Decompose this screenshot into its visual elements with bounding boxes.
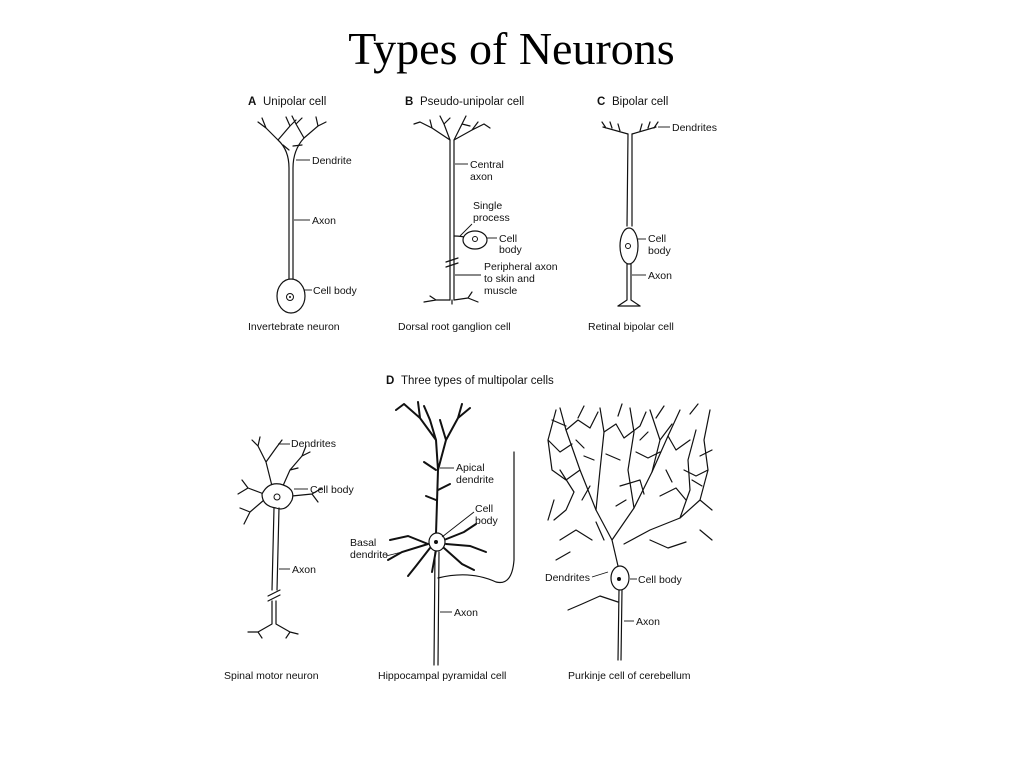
panel-b-letter: B — [405, 96, 413, 108]
panel-b-single-process-label-2: process — [473, 212, 510, 224]
purkinje-dendritic-tree — [547, 403, 713, 567]
panel-a-letter: A — [248, 96, 256, 108]
pseudo-unipolar-neuron-drawing — [413, 115, 491, 305]
panel-c-axon-label: Axon — [648, 270, 672, 282]
purkinje-axon-label: Axon — [636, 616, 660, 628]
purkinje-caption: Purkinje cell of cerebellum — [568, 670, 691, 682]
motor-caption: Spinal motor neuron — [224, 670, 319, 682]
pyramidal-apical-dendrite-label-2: dendrite — [456, 474, 494, 486]
panel-b-peripheral-axon-label-2: to skin and — [484, 273, 535, 285]
panel-a-title: Unipolar cell — [263, 96, 326, 108]
pyramidal-cell-body-label-1: Cell — [475, 503, 493, 515]
panel-c-cell-body-label-1: Cell — [648, 233, 666, 245]
panel-d-title: Three types of multipolar cells — [401, 375, 554, 387]
pyramidal-axon-label: Axon — [454, 607, 478, 619]
panel-a-unipolar: A Unipolar cell Dendrite Axon Cell body … — [248, 96, 358, 333]
purkinje-soma-and-axon — [567, 565, 630, 661]
pyramidal-cell-body-label-2: body — [475, 515, 499, 527]
panel-b-central-axon-label-1: Central — [470, 159, 504, 171]
purkinje-cell-body-label: Cell body — [638, 574, 683, 586]
motor-neuron-drawing — [237, 436, 323, 639]
panel-c-letter: C — [597, 96, 605, 108]
panel-b-single-process-label-1: Single — [473, 200, 502, 212]
panel-d-letter: D — [386, 375, 394, 387]
motor-cell-body-label: Cell body — [310, 484, 355, 496]
panel-d-pyramidal-cell: Apical dendrite Cell body Basal dendrite… — [350, 401, 515, 682]
slide-title: Types of Neurons — [348, 23, 675, 74]
panel-a-dendrite-label: Dendrite — [312, 155, 352, 167]
pyramidal-basal-dendrite-label-1: Basal — [350, 537, 376, 549]
panel-b-peripheral-axon-label-3: muscle — [484, 285, 517, 297]
motor-dendrites-label: Dendrites — [291, 438, 336, 450]
panel-c-cell-body-label-2: body — [648, 245, 672, 257]
panel-b-title: Pseudo-unipolar cell — [420, 96, 524, 108]
panel-b-pseudo-unipolar: B Pseudo-unipolar cell Central axon Sing… — [398, 96, 558, 333]
panel-c-dendrites-label: Dendrites — [672, 122, 717, 134]
pyramidal-basal-dendrite-label-2: dendrite — [350, 549, 388, 561]
panel-b-cell-body-label-2: body — [499, 244, 523, 256]
pyramidal-cell-drawing — [387, 401, 515, 666]
panel-c-title: Bipolar cell — [612, 96, 668, 108]
panel-b-caption: Dorsal root ganglion cell — [398, 321, 511, 333]
panel-d-purkinje-cell: Dendrites Cell body Axon Purkinje cell o… — [545, 403, 713, 682]
bipolar-neuron-drawing — [601, 121, 659, 307]
panel-c-caption: Retinal bipolar cell — [588, 321, 674, 333]
panel-a-caption: Invertebrate neuron — [248, 321, 340, 333]
pyramidal-caption: Hippocampal pyramidal cell — [378, 670, 506, 682]
panel-b-central-axon-label-2: axon — [470, 171, 493, 183]
panel-c-bipolar: C Bipolar cell Dendrites Cell body Axon … — [588, 96, 717, 333]
purkinje-dendrites-label: Dendrites — [545, 572, 590, 584]
motor-axon-label: Axon — [292, 564, 316, 576]
panel-d-motor-neuron: Dendrites Cell body Axon Spinal motor ne… — [224, 436, 355, 682]
panel-b-cell-body-label-1: Cell — [499, 233, 517, 245]
panel-a-cell-body-label: Cell body — [313, 285, 358, 297]
panel-b-peripheral-axon-label-1: Peripheral axon — [484, 261, 558, 273]
panel-a-axon-label: Axon — [312, 215, 336, 227]
unipolar-neuron-drawing — [257, 115, 327, 314]
pyramidal-apical-dendrite-label-1: Apical — [456, 462, 485, 474]
